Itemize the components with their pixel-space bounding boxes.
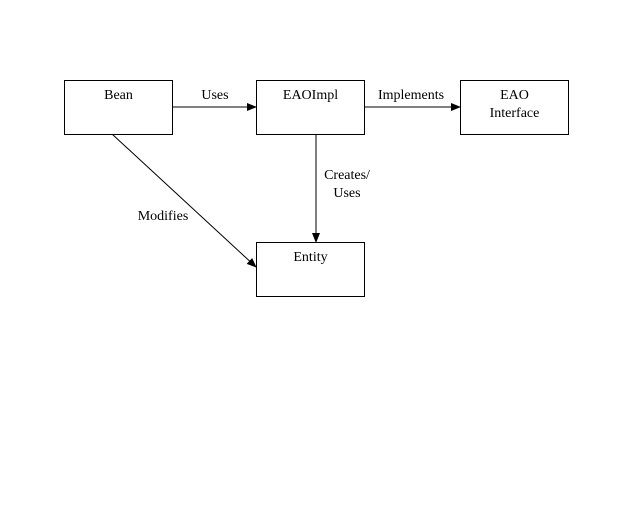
creates-uses-line2: Uses [333, 186, 361, 201]
eao-interface-node-line2: Interface [489, 106, 540, 121]
eao-interface-node-line1: EAO [500, 88, 529, 103]
entity-node: Entity [256, 242, 365, 297]
edge-bean-to-entity [111, 133, 257, 268]
eaoimpl-node: EAOImpl [256, 80, 365, 135]
bean-node-label: Bean [104, 88, 133, 103]
entity-node-label: Entity [293, 250, 328, 265]
creates-uses-edge-label: Creates/ Uses [318, 167, 376, 203]
creates-uses-line1: Creates/ [324, 168, 370, 183]
eaoimpl-node-label: EAOImpl [282, 88, 339, 103]
eao-interface-node: EAO Interface [460, 80, 569, 135]
uses-edge-label: Uses [201, 88, 229, 103]
implements-edge-label: Implements [377, 88, 445, 103]
modifies-edge-label: Modifies [137, 209, 189, 224]
bean-node: Bean [64, 80, 173, 135]
